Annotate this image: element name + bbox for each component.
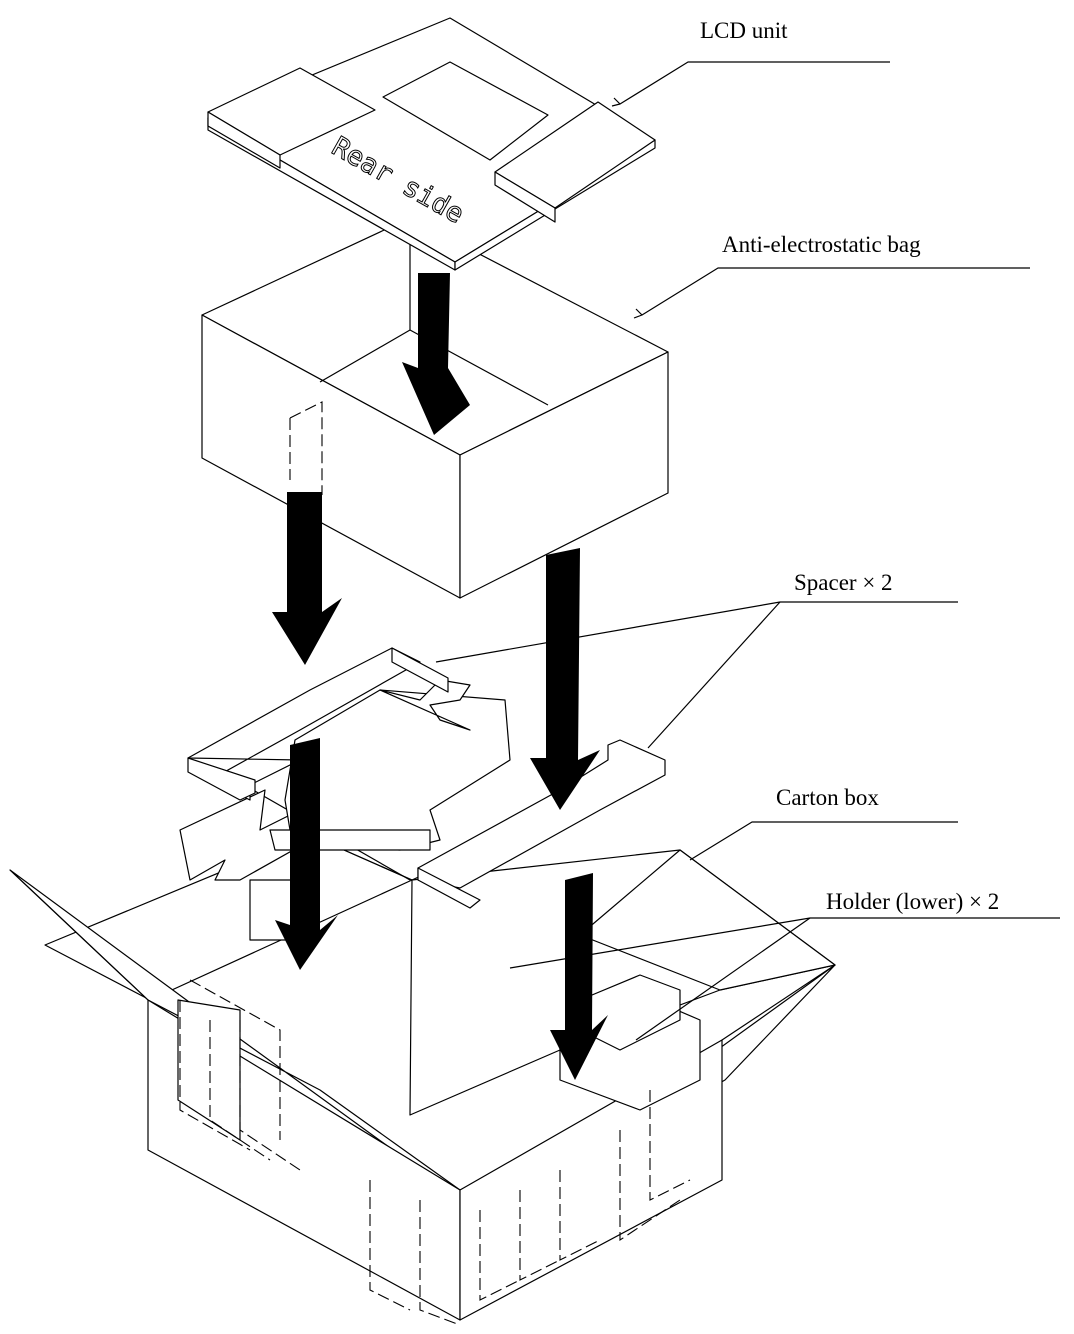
leader-bag (641, 267, 1030, 316)
leader-spacer-2 (647, 601, 781, 749)
arrow-spacer-to-holder (275, 738, 338, 970)
spacer-right (417, 739, 666, 909)
spacer-left (187, 647, 449, 801)
arrow-lcd-into-bag (402, 273, 470, 435)
label-lcd-unit: LCD unit (700, 18, 788, 43)
leader-lines (435, 61, 1060, 1041)
bag-hidden-edge (289, 401, 323, 495)
leader-carton (689, 821, 958, 861)
leader-spacer-1 (435, 601, 958, 663)
holder-right (559, 974, 701, 1111)
arrow-spacer-to-holder-right (550, 873, 608, 1080)
arrow-bag-to-spacer-right (530, 548, 600, 810)
carton-right-flap (579, 849, 836, 991)
lcd-block-middle (382, 61, 549, 161)
insertion-arrows (272, 273, 608, 1080)
holder-left-dashed (179, 979, 301, 1171)
leader-holder-2 (635, 917, 811, 1041)
arrow-bag-to-spacer (272, 492, 342, 665)
leader-lcd-unit (619, 61, 890, 105)
holder-frame (284, 689, 511, 851)
label-holder-lower: Holder (lower) × 2 (826, 889, 999, 914)
label-antistatic-bag: Anti-electrostatic bag (722, 232, 921, 257)
carton-box (9, 777, 836, 1321)
label-carton-box: Carton box (776, 785, 879, 810)
holder-front-dashed (369, 1090, 691, 1326)
bag-front-right (459, 351, 669, 599)
lcd-unit: Rear side (207, 17, 656, 271)
label-spacer: Spacer × 2 (794, 570, 893, 595)
